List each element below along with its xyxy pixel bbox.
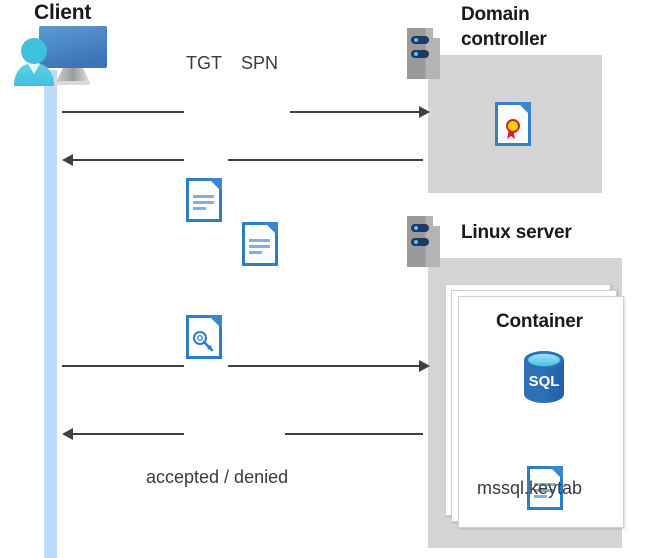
container-label: Container <box>496 311 583 332</box>
spn-label: SPN <box>241 53 279 73</box>
msg-tgt-spn-wire-right <box>290 111 423 113</box>
msg-auth-result-arrowhead <box>62 428 73 440</box>
client-pc-icon <box>6 24 110 88</box>
auth-result-caption: accepted / denied <box>146 467 289 487</box>
msg-ticket-response-arrowhead <box>62 154 73 166</box>
tgt-label: TGT <box>186 53 222 73</box>
msg-ticket-presented-arrowhead <box>419 360 430 372</box>
msg-tgt-spn-arrowhead <box>419 106 430 118</box>
linux-server-label: Linux server <box>461 222 572 243</box>
msg-tgt-spn-wire-left <box>62 111 184 113</box>
domain-controller-label-line1: Domain <box>461 4 530 25</box>
domain-controller-label-line2: controller <box>461 29 547 50</box>
domain-controller-rack-icon <box>407 28 440 79</box>
linux-server-rack-icon <box>407 216 440 267</box>
msg-auth-result-wire-left <box>72 433 184 435</box>
keytab-document-icon <box>527 466 563 510</box>
domain-controller-label: Domain controller <box>461 2 611 52</box>
tgt-document-icon <box>186 178 222 222</box>
msg-ticket-presented-wire-left <box>62 365 184 367</box>
msg-ticket-response-wire-left <box>72 159 184 161</box>
certificate-document-icon <box>495 102 531 146</box>
spn-document-icon <box>242 222 278 266</box>
msg-ticket-response-wire-right <box>228 159 423 161</box>
client-lifeline <box>44 70 57 558</box>
client-label: Client <box>34 1 92 24</box>
msg-ticket-presented-wire-right <box>228 365 423 367</box>
msg-auth-result-wire-right <box>285 433 423 435</box>
keytab-filename-label: mssql.keytab <box>477 478 583 498</box>
service-ticket-key-document-icon <box>186 315 222 359</box>
sql-database-icon: SQL <box>522 350 566 404</box>
svg-text:SQL: SQL <box>529 373 560 390</box>
